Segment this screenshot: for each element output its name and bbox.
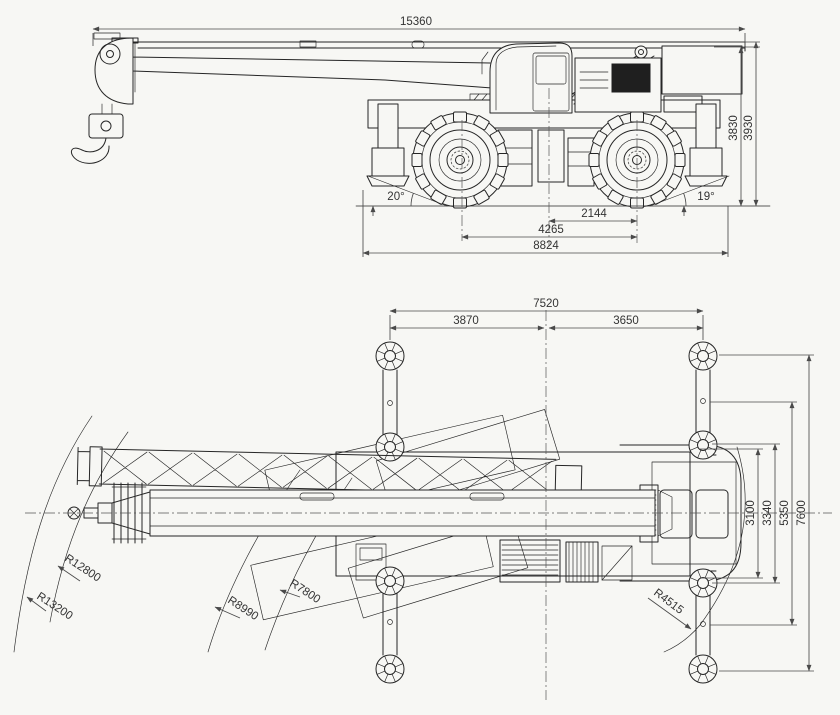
outrigger-float-rear-right — [688, 654, 718, 684]
label-r7800: R7800 — [287, 577, 322, 606]
side-elevation-view: 15360 3830 3930 2144 4265 8824 20° 19° — [70, 16, 771, 257]
hook-icon — [70, 137, 110, 164]
dim-chassis-length: 8824 — [533, 240, 559, 252]
engine-fins — [501, 544, 559, 576]
swing-radius-labels: R13200 R12800 R8990 R7800 R4515 — [26, 552, 692, 630]
front-ramp-angle: 20° — [367, 175, 448, 216]
dim-overall-length: 15360 — [400, 16, 432, 28]
swing-phantom-outlines — [250, 409, 561, 621]
arc-r4515 — [663, 446, 746, 653]
front-wheel — [411, 111, 509, 209]
rear-ramp-angle: 19° — [649, 175, 730, 216]
dim-boom-rest-height: 3830 — [728, 115, 740, 141]
plan-view: 7520 3870 3650 3100 3340 5350 7600 R1320… — [13, 298, 832, 700]
hook-block — [70, 103, 124, 164]
outriggers-plan — [375, 341, 718, 684]
label-r8990: R8990 — [225, 594, 260, 623]
svg-text:20°: 20° — [387, 191, 404, 203]
outrigger-float-front-left — [375, 341, 405, 371]
dim-outrigger-rear: 3650 — [613, 315, 639, 327]
outrigger-float-rear-left — [688, 341, 718, 371]
dim-outrigger-front: 3870 — [453, 315, 479, 327]
plan-dimensions-top: 7520 3870 3650 — [389, 298, 704, 340]
dim-body-width: 3100 — [745, 500, 757, 526]
arc-r12800 — [49, 431, 129, 623]
front-outrigger-jack — [366, 103, 410, 187]
outrigger-float-stowed — [375, 432, 405, 462]
dim-outrigger-span-width: 7600 — [796, 500, 808, 526]
mirror-icon — [481, 51, 489, 75]
outrigger-float-stowed — [688, 430, 718, 460]
dim-overall-width: 3340 — [762, 500, 774, 526]
dim-slew-to-axle: 2144 — [581, 208, 607, 220]
svg-text:19°: 19° — [697, 191, 714, 203]
counterweight-side — [661, 45, 743, 113]
dim-overall-height: 3930 — [743, 115, 755, 141]
outrigger-float-front-right — [375, 654, 405, 684]
operator-cab — [481, 42, 573, 114]
dim-outrigger-mid-width: 5350 — [779, 500, 791, 526]
label-r12800: R12800 — [62, 552, 102, 584]
rear-outrigger-jack — [684, 103, 728, 187]
dim-outrigger-span-length: 7520 — [533, 298, 559, 310]
boom-head — [93, 32, 134, 105]
plan-dimensions-right: 3100 3340 5350 7600 — [700, 354, 814, 672]
outrigger-float-stowed — [375, 566, 405, 596]
side-dimensions: 15360 3830 3930 2144 4265 8824 20° 19° — [92, 16, 760, 257]
dim-wheelbase: 4265 — [538, 224, 564, 236]
engine-housing — [574, 45, 662, 113]
